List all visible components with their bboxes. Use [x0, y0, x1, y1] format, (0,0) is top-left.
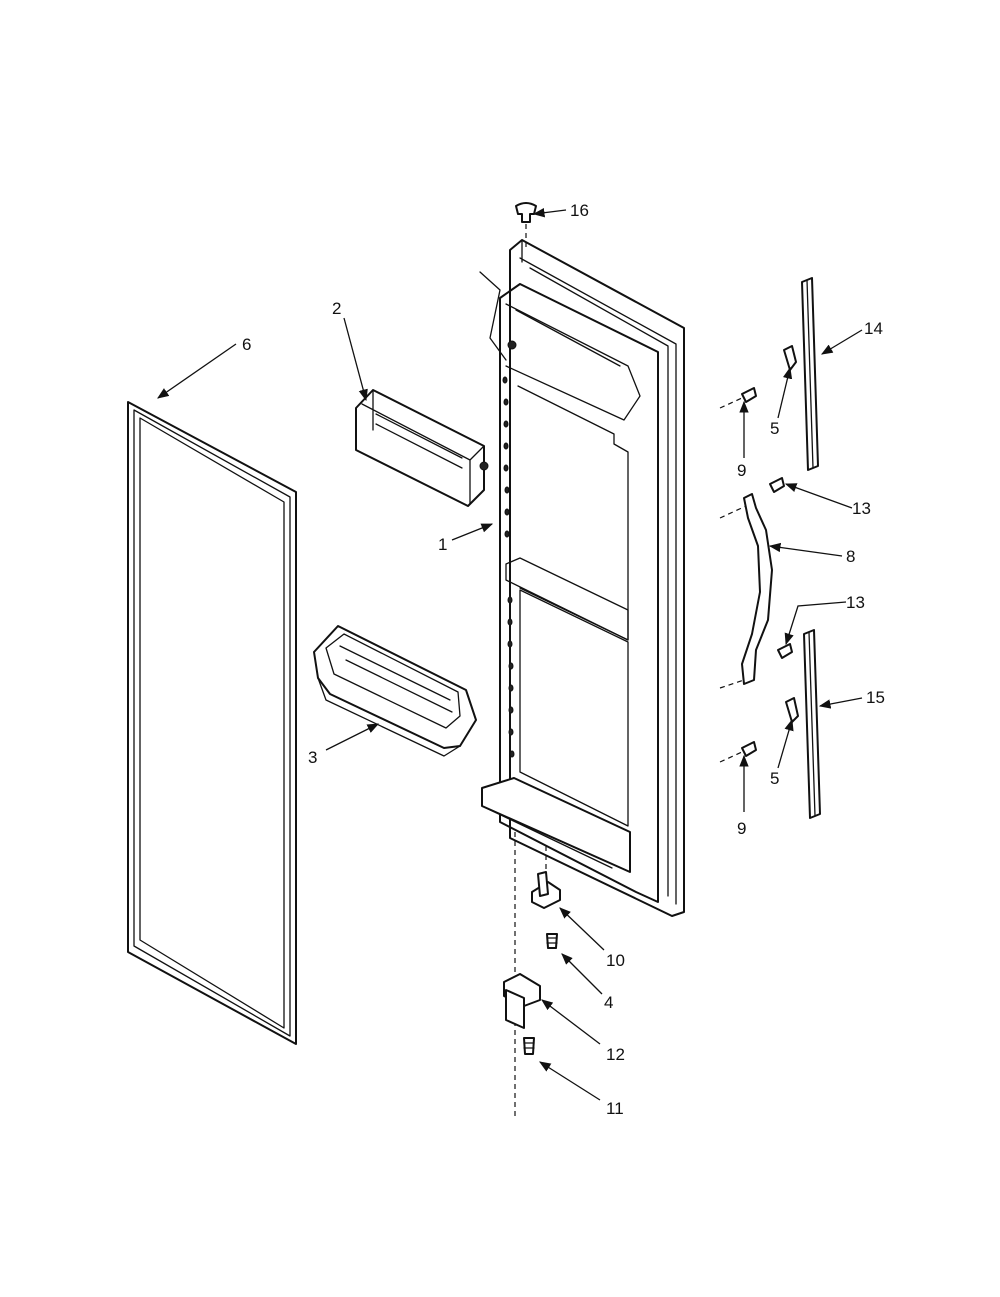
liner-shelf-notches: [502, 376, 515, 758]
door-liner-part: [479, 239, 685, 917]
callout-2: 2: [332, 299, 341, 318]
handle-and-trim-parts: [719, 277, 821, 819]
callout-5-upper: 5: [770, 419, 779, 438]
callout-13-upper: 13: [852, 499, 871, 518]
callout-9-upper: 9: [737, 461, 746, 480]
door-shelf-cover-part: [355, 389, 489, 507]
callout-10: 10: [606, 951, 625, 970]
callout-14: 14: [864, 319, 883, 338]
callout-labels: 1 2 3 4 5 5 6 8 9 9 10 11 12 13 13 14 15…: [242, 201, 885, 1118]
callout-13-lower: 13: [846, 593, 865, 612]
callout-5-lower: 5: [770, 769, 779, 788]
lower-hinge-parts: [503, 832, 561, 1120]
callout-16: 16: [570, 201, 589, 220]
callout-15: 15: [866, 688, 885, 707]
callout-6: 6: [242, 335, 251, 354]
callout-3: 3: [308, 748, 317, 767]
callout-leader-lines: [157, 208, 863, 1101]
callout-12: 12: [606, 1045, 625, 1064]
callout-11: 11: [606, 1099, 624, 1118]
callout-4: 4: [604, 993, 613, 1012]
callout-1: 1: [438, 535, 447, 554]
callout-9-lower: 9: [737, 819, 746, 838]
callout-8: 8: [846, 547, 855, 566]
door-gasket-part: [127, 401, 297, 1045]
hinge-plug-part: [515, 202, 537, 250]
door-bin-part: [313, 625, 477, 757]
